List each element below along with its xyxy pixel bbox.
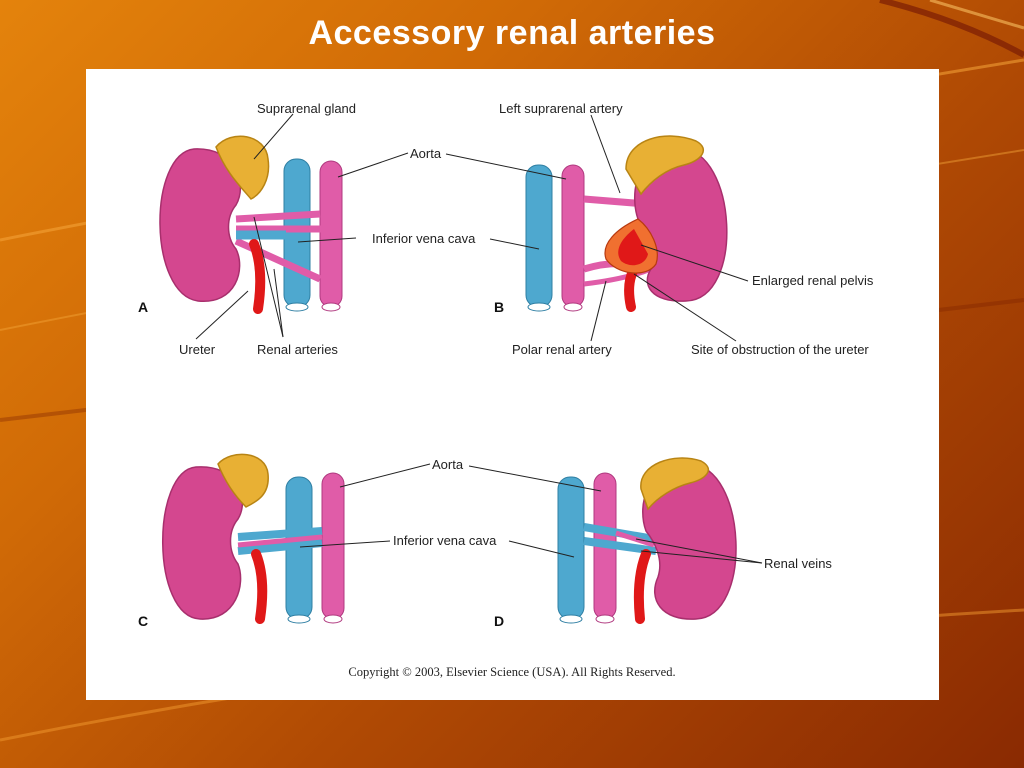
suprarenal-gland-c	[217, 453, 269, 508]
label-left-suprarenal-artery: Left suprarenal artery	[499, 101, 623, 116]
label-inferior-vena-cava-a: Inferior vena cava	[372, 231, 476, 246]
ureter-d	[633, 549, 651, 624]
renal-veins-c	[237, 527, 323, 555]
ureter-b	[624, 264, 639, 312]
aorta-b	[561, 164, 585, 308]
copyright-notice: Copyright © 2003, Elsevier Science (USA)…	[348, 665, 675, 679]
label-site-of-obstruction: Site of obstruction of the ureter	[691, 342, 869, 357]
suprarenal-gland-d	[640, 457, 710, 511]
label-aorta-a: Aorta	[410, 146, 442, 161]
panel-d: Renal veins D	[468, 457, 832, 629]
panel-letter-a: A	[138, 299, 148, 315]
kidney-b	[633, 148, 728, 302]
label-polar-renal-artery: Polar renal artery	[512, 342, 612, 357]
panel-a: Suprarenal gland Aorta Inferior vena cav…	[138, 101, 476, 357]
kidney-d	[642, 464, 737, 620]
label-enlarged-renal-pelvis: Enlarged renal pelvis	[752, 273, 874, 288]
aorta-c	[321, 472, 345, 620]
slide-title: Accessory renal arteries	[308, 14, 716, 52]
ivc-b	[525, 164, 553, 308]
label-suprarenal-gland: Suprarenal gland	[257, 101, 356, 116]
panel-letter-d: D	[494, 613, 504, 629]
kidney-diagram: Suprarenal gland Aorta Inferior vena cav…	[138, 101, 874, 679]
label-aorta-c: Aorta	[432, 457, 464, 472]
label-renal-veins: Renal veins	[764, 556, 832, 571]
suprarenal-gland-b	[625, 135, 705, 196]
panel-c: C	[138, 453, 431, 629]
aorta-a	[319, 160, 343, 308]
ivc-a	[283, 158, 311, 308]
suprarenal-gland-a	[215, 135, 270, 200]
panel-letter-b: B	[494, 299, 504, 315]
kidney-c	[162, 466, 244, 620]
label-ureter: Ureter	[179, 342, 216, 357]
panel-b: Left suprarenal artery Enlarged renal pe…	[445, 101, 874, 357]
ivc-d	[557, 476, 585, 620]
ureter-c	[251, 549, 268, 624]
label-inferior-vena-cava-c: Inferior vena cava	[393, 533, 497, 548]
figure-panel: Suprarenal gland Aorta Inferior vena cav…	[86, 69, 939, 700]
ureter-a	[249, 239, 266, 314]
label-renal-arteries: Renal arteries	[257, 342, 338, 357]
panel-letter-c: C	[138, 613, 148, 629]
